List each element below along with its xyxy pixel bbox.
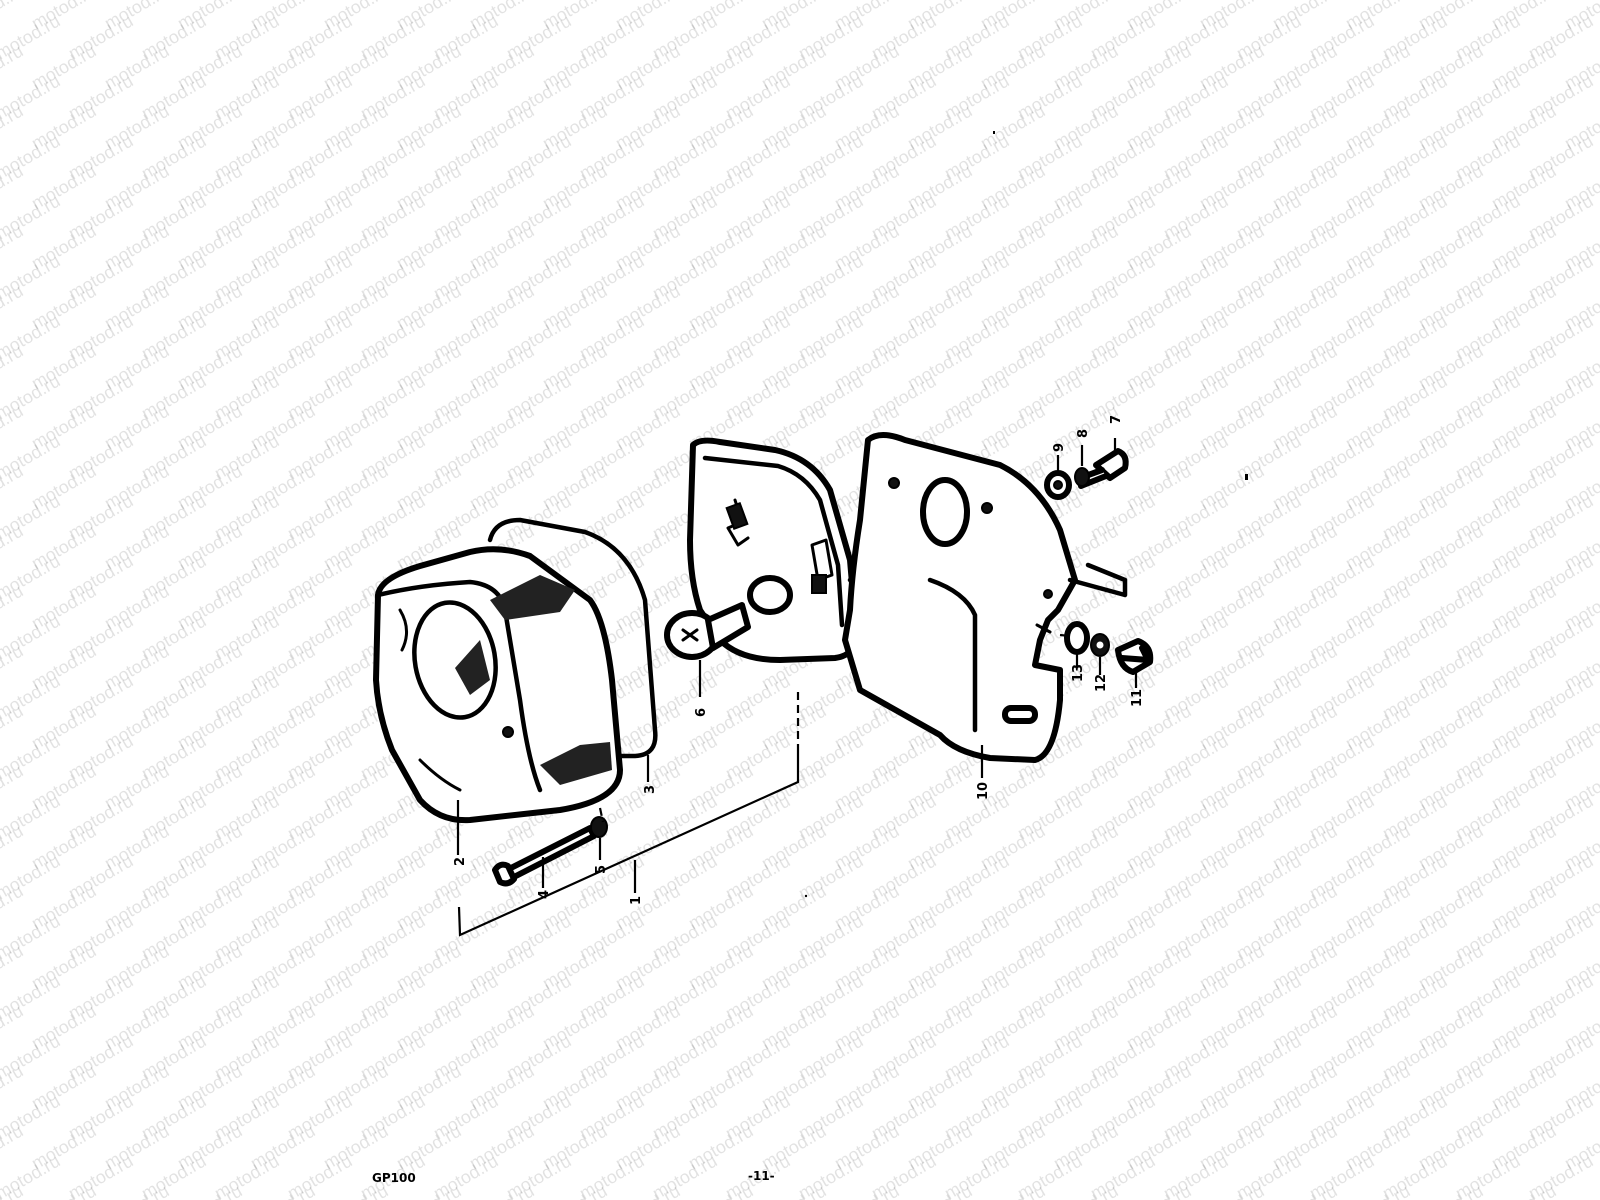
callout-1: 1: [629, 896, 644, 905]
tail-lamp-lens: [373, 546, 623, 824]
assembly-outline: [457, 752, 800, 937]
callout-2: 2: [453, 857, 468, 866]
screw-4: [492, 825, 597, 887]
bolt-11: [1115, 638, 1154, 675]
callout-12: 12: [1094, 674, 1109, 692]
callout-13: 13: [1071, 664, 1086, 682]
tail-lamp-bracket: [842, 432, 1128, 763]
callout-5: 5: [594, 865, 609, 874]
callout-10: 10: [976, 782, 991, 800]
callout-7: 7: [1109, 415, 1124, 424]
callout-3: 3: [643, 785, 658, 794]
washer-8: [1074, 467, 1090, 487]
callout-11: 11: [1130, 689, 1145, 707]
page-number: -11-: [748, 1169, 775, 1183]
callout-9: 9: [1052, 443, 1067, 452]
callout-6: 6: [694, 708, 709, 717]
tail-lamp-bulb: [664, 602, 751, 660]
cushion-13: [1064, 621, 1090, 655]
washer-5: [590, 816, 608, 838]
callout-4: 4: [537, 890, 552, 899]
model-code: GP100: [372, 1171, 416, 1185]
lens-gasket: [487, 517, 658, 759]
callout-8: 8: [1076, 429, 1091, 438]
